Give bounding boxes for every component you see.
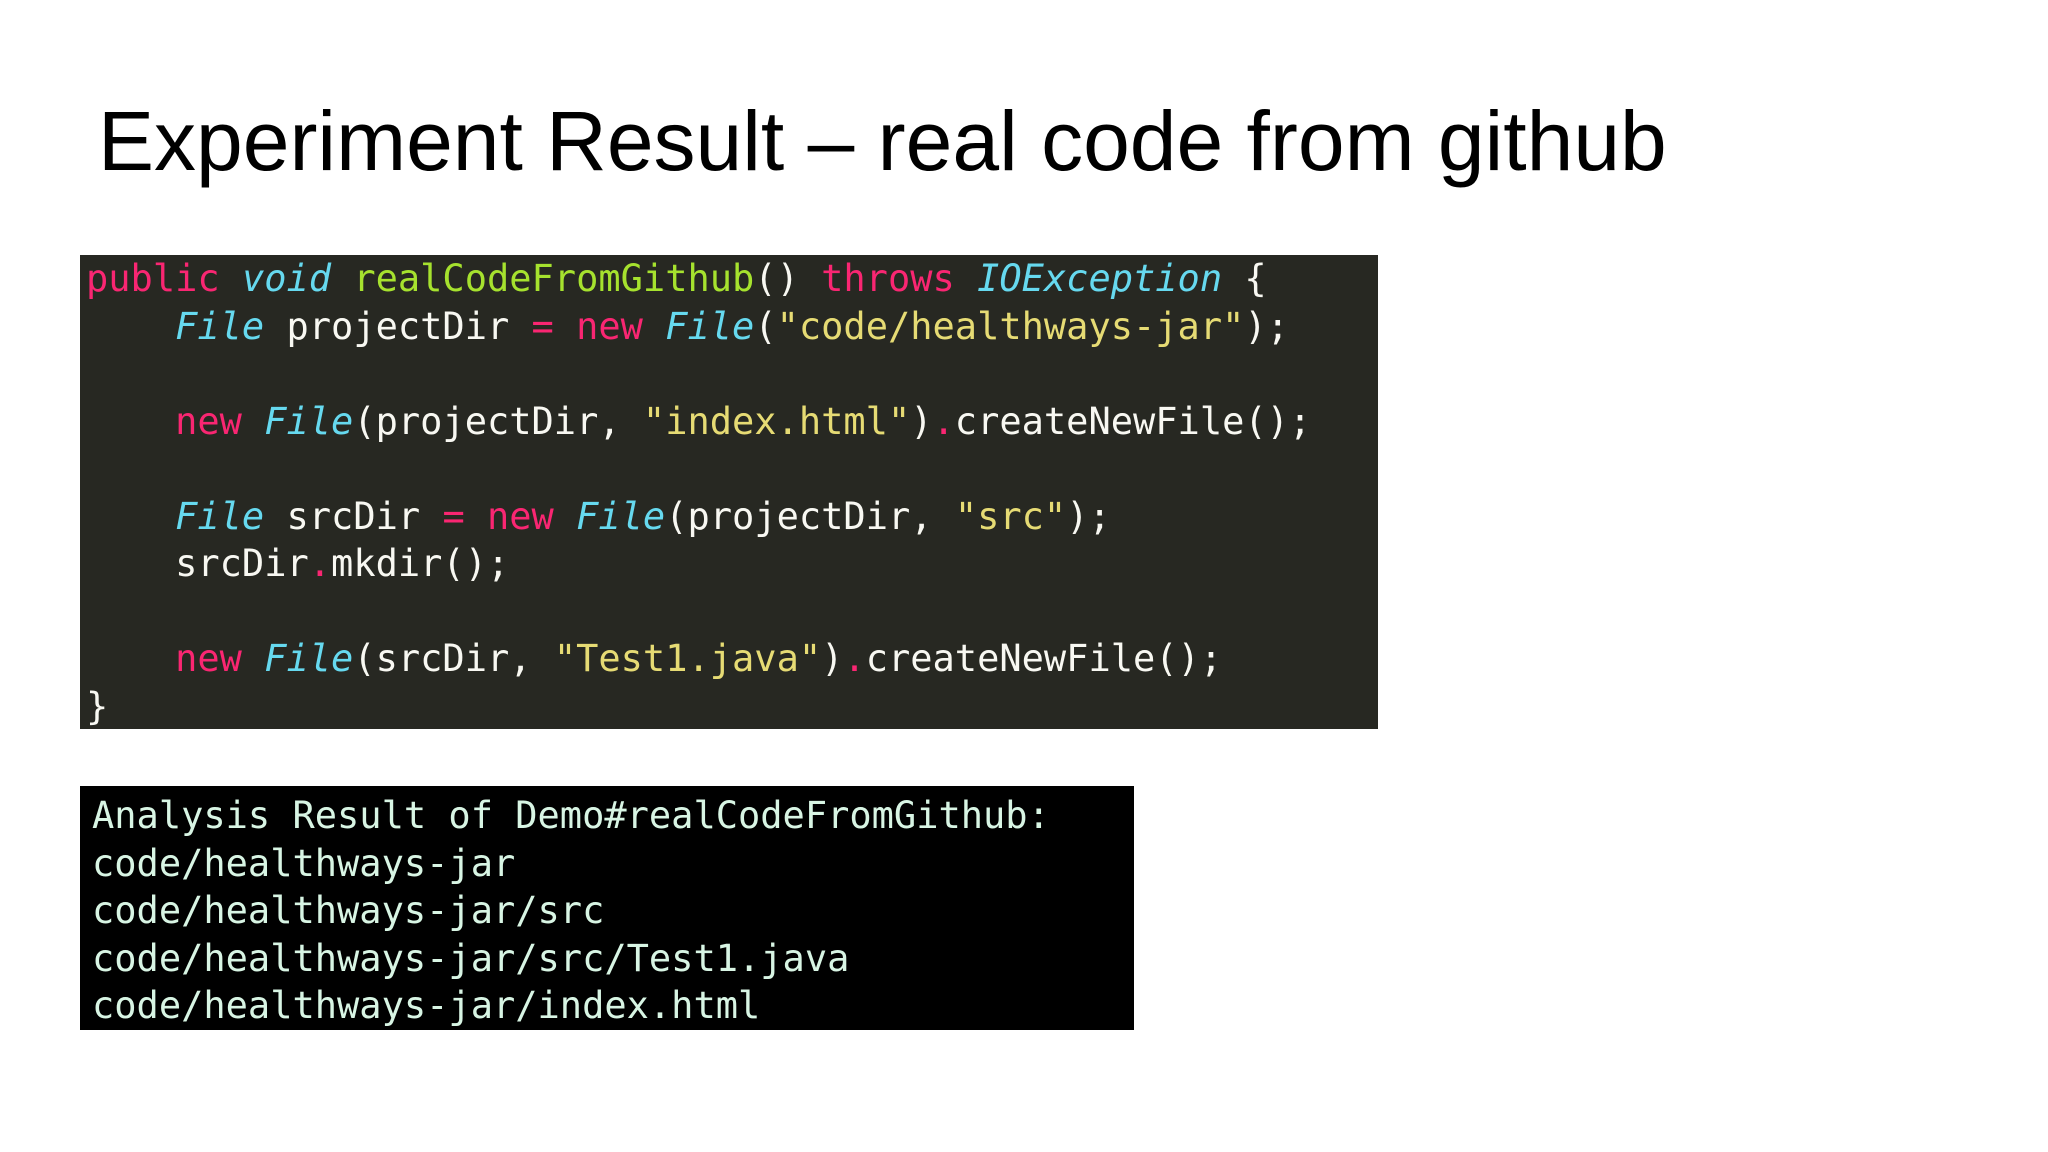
code-line: } (86, 683, 1378, 730)
code-token-plain (554, 305, 576, 348)
code-token-string: "Test1.java" (553, 637, 822, 680)
code-token-plain (86, 495, 175, 538)
code-token-type: File (175, 304, 265, 348)
code-token-type: File (576, 494, 666, 538)
code-token-plain: srcDir (86, 542, 309, 585)
code-token-keyword: new (576, 304, 643, 348)
code-line: new File(srcDir, "Test1.java").createNew… (86, 635, 1378, 683)
code-token-type: File (264, 399, 354, 443)
code-token-string: "code/healthways-jar" (776, 304, 1245, 348)
code-token-plain: mkdir(); (331, 542, 510, 585)
analysis-result-block: Analysis Result of Demo#realCodeFromGith… (80, 786, 1134, 1030)
code-token-plain: (srcDir, (353, 637, 554, 680)
code-token-op: = (531, 304, 554, 348)
code-line: public void realCodeFromGithub() throws … (86, 255, 1378, 303)
code-token-keyword: new (487, 494, 554, 538)
code-line: new File(projectDir, "index.html").creat… (86, 398, 1378, 446)
code-token-plain: } (86, 684, 109, 728)
code-token-keyword: new (175, 637, 242, 680)
code-line (86, 445, 1378, 493)
code-token-plain: ); (1066, 494, 1111, 538)
code-token-op: . (932, 399, 955, 443)
code-line (86, 588, 1378, 636)
code-token-plain (554, 495, 576, 538)
code-block: public void realCodeFromGithub() throws … (80, 255, 1378, 729)
code-line: File srcDir = new File(projectDir, "src"… (86, 493, 1378, 541)
code-token-op: . (843, 637, 866, 680)
code-token-plain: projectDir (264, 304, 532, 348)
result-path: code/healthways-jar/src (92, 889, 605, 932)
code-token-plain: ); (1244, 304, 1289, 348)
code-token-plain (242, 400, 264, 443)
code-token-plain: createNewFile(); (865, 637, 1223, 680)
code-token-plain: ( (754, 304, 777, 348)
result-heading: Analysis Result of Demo#realCodeFromGith… (92, 794, 1050, 837)
code-token-plain: createNewFile(); (954, 399, 1312, 443)
code-token-plain (242, 637, 264, 680)
result-path: code/healthways-jar/src/Test1.java (92, 936, 850, 980)
code-token-string: "src" (954, 494, 1067, 538)
code-token-func: realCodeFromGithub (353, 257, 755, 300)
code-token-plain (465, 495, 487, 538)
result-path: code/healthways-jar (92, 841, 516, 885)
code-token-plain (220, 257, 242, 300)
code-token-string: "index.html" (642, 399, 911, 443)
code-line (86, 350, 1378, 398)
code-token-keyword: new (175, 399, 242, 443)
code-token-keyword: public (86, 257, 220, 300)
result-path: code/healthways-jar/index.html (92, 984, 761, 1027)
code-token-plain: ) (821, 637, 844, 680)
code-token-plain (955, 257, 977, 300)
code-token-type: File (665, 304, 755, 348)
code-token-plain (331, 257, 353, 300)
code-token-type: IOException (977, 257, 1223, 300)
code-token-plain (86, 637, 175, 680)
code-line: File projectDir = new File("code/healthw… (86, 303, 1378, 351)
code-token-plain: { (1222, 257, 1267, 300)
slide-title: Experiment Result – real code from githu… (98, 94, 1667, 188)
code-token-op: = (442, 494, 465, 538)
code-token-type: void (241, 257, 332, 300)
code-line: srcDir.mkdir(); (86, 540, 1378, 588)
code-token-plain: () (754, 257, 822, 300)
code-token-plain: srcDir (264, 494, 443, 538)
code-token-plain (86, 400, 175, 443)
code-token-keyword: throws (821, 257, 955, 300)
code-token-plain (643, 305, 665, 348)
code-token-type: File (264, 637, 354, 680)
code-token-type: File (175, 494, 265, 538)
code-token-plain: ) (910, 399, 933, 443)
code-token-plain: (projectDir, (353, 399, 643, 443)
code-token-plain (86, 305, 175, 348)
code-token-plain: (projectDir, (665, 494, 955, 538)
code-token-op: . (308, 542, 332, 585)
